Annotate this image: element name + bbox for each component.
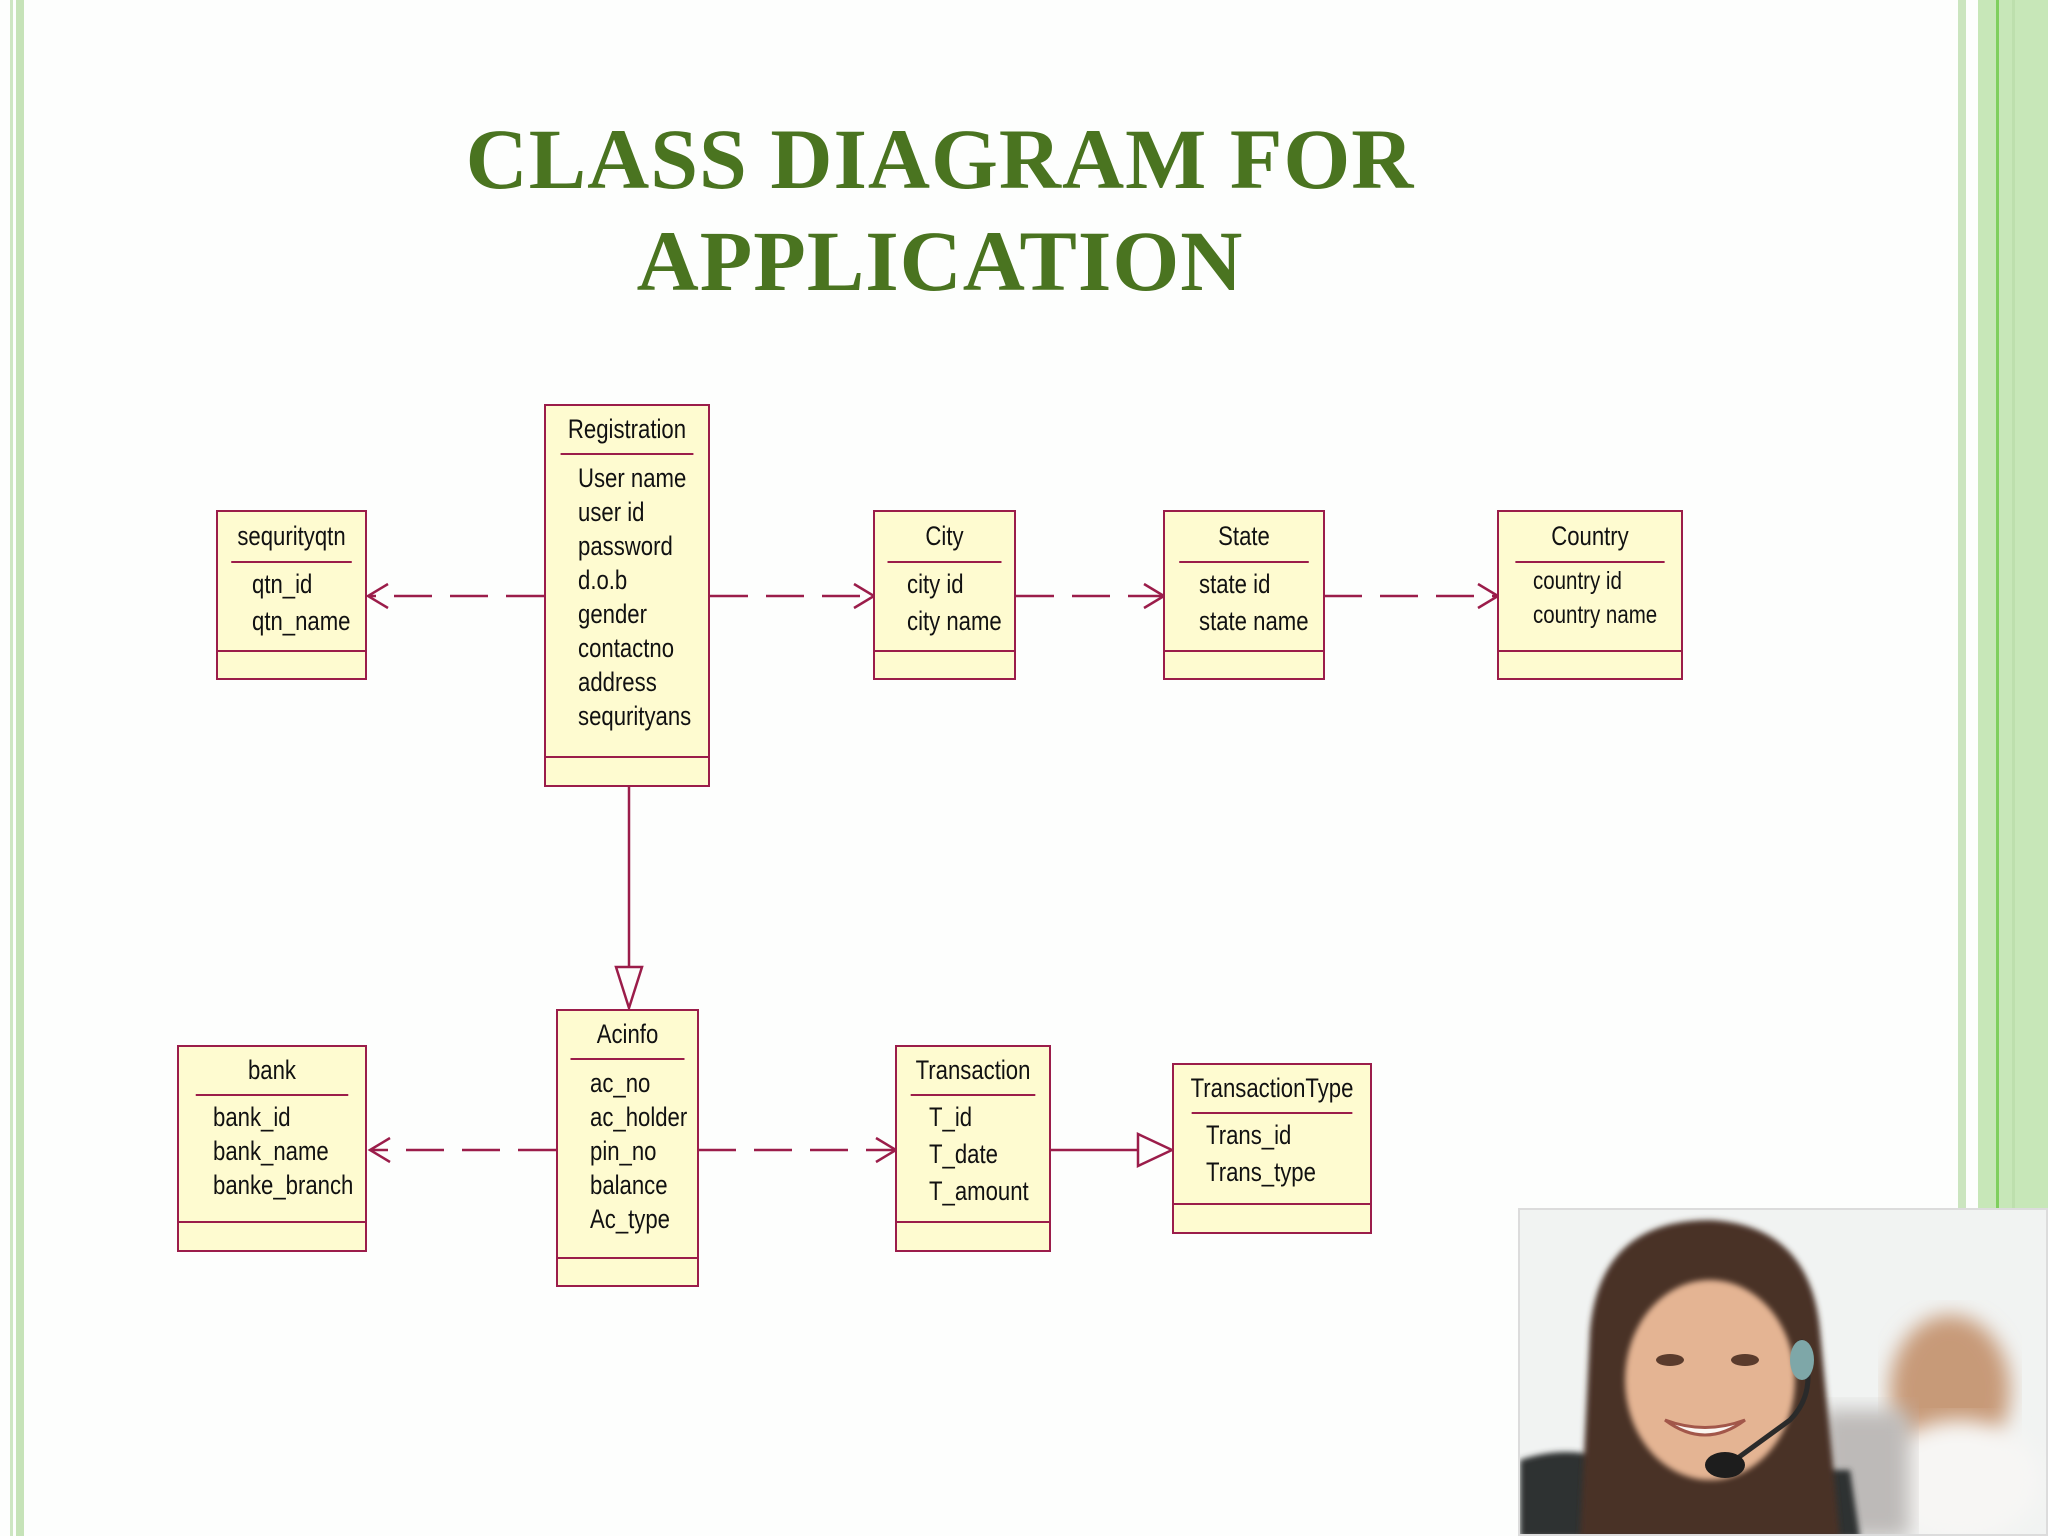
class-country: Country country id country name	[1497, 510, 1683, 680]
attribute: address	[578, 667, 657, 697]
attribute: password	[578, 531, 673, 561]
class-name: bank	[195, 1047, 349, 1096]
attribute: state id	[1199, 569, 1271, 599]
attribute: Trans_id	[1206, 1120, 1292, 1150]
class-name: Transaction	[910, 1047, 1036, 1096]
attribute: gender	[578, 599, 647, 629]
left-border-stripe	[16, 0, 24, 1536]
class-sequrityqtn: sequrityqtn qtn_id qtn_name	[216, 510, 367, 680]
class-acinfo: Acinfo ac_no ac_holder pin_no balance Ac…	[556, 1009, 699, 1287]
hollow-triangle-icon	[1136, 1132, 1175, 1168]
slide-title-line1: CLASS DIAGRAM FOR	[465, 111, 1415, 207]
attribute-compartment: ac_no ac_holder pin_no balance Ac_type	[558, 1060, 697, 1259]
class-name: sequrityqtn	[231, 512, 352, 563]
attribute: bank_id	[213, 1102, 291, 1132]
attribute: Trans_type	[1206, 1157, 1316, 1187]
attribute-compartment: country id country name	[1499, 563, 1681, 652]
attribute: ac_no	[590, 1068, 651, 1098]
attribute-compartment: User name user id password d.o.b gender …	[546, 455, 708, 758]
attribute-compartment: Trans_id Trans_type	[1174, 1114, 1370, 1205]
class-name: City	[887, 512, 1002, 563]
attribute: ac_holder	[590, 1102, 688, 1132]
attribute: sequrityans	[578, 701, 692, 731]
attribute: T_date	[929, 1139, 998, 1169]
class-name: TransactionType	[1191, 1065, 1353, 1114]
open-arrow-icon	[367, 1136, 391, 1164]
attribute-compartment: T_id T_date T_amount	[897, 1096, 1049, 1223]
class-transactiontype: TransactionType Trans_id Trans_type	[1172, 1063, 1372, 1234]
attribute: T_id	[929, 1102, 973, 1132]
attribute: user id	[578, 497, 645, 527]
attribute: T_amount	[929, 1176, 1029, 1206]
attribute: qtn_id	[252, 569, 313, 599]
attribute: country id	[1533, 567, 1622, 595]
right-border-band	[2012, 0, 2015, 1536]
attribute: city name	[907, 606, 1002, 636]
class-city: City city id city name	[873, 510, 1016, 680]
class-name: Acinfo	[570, 1011, 685, 1060]
attribute: banke_branch	[213, 1170, 354, 1200]
support-agent-photo	[1518, 1208, 2048, 1536]
class-bank: bank bank_id bank_name banke_branch	[177, 1045, 367, 1252]
slide-title: CLASS DIAGRAM FOR APPLICATION	[330, 108, 1550, 312]
attribute-compartment: qtn_id qtn_name	[218, 563, 365, 652]
attribute-compartment: bank_id bank_name banke_branch	[179, 1096, 365, 1223]
attribute: city id	[907, 569, 964, 599]
attribute: state name	[1199, 606, 1309, 636]
attribute: pin_no	[590, 1136, 657, 1166]
class-state: State state id state name	[1163, 510, 1325, 680]
left-border-stripe	[10, 0, 13, 1536]
right-border-line	[1996, 0, 1999, 1536]
attribute: qtn_name	[252, 606, 351, 636]
open-arrow-icon	[365, 582, 389, 610]
slide-title-line2: APPLICATION	[636, 213, 1244, 309]
attribute: Ac_type	[590, 1204, 671, 1234]
support-agent-image-icon	[1520, 1210, 2046, 1534]
attribute: d.o.b	[578, 565, 628, 595]
class-name: State	[1179, 512, 1309, 563]
class-name: Country	[1515, 512, 1665, 563]
class-name: Registration	[560, 406, 694, 455]
class-transaction: Transaction T_id T_date T_amount	[895, 1045, 1051, 1252]
attribute-compartment: city id city name	[875, 563, 1014, 652]
attribute: bank_name	[213, 1136, 329, 1166]
attribute: User name	[578, 463, 687, 493]
attribute: contactno	[578, 633, 675, 663]
attribute-compartment: state id state name	[1165, 563, 1323, 652]
hollow-triangle-icon	[614, 965, 644, 1013]
right-border-band	[1958, 0, 1966, 1536]
attribute: balance	[590, 1170, 668, 1200]
attribute: country name	[1533, 601, 1658, 629]
class-registration: Registration User name user id password …	[544, 404, 710, 787]
